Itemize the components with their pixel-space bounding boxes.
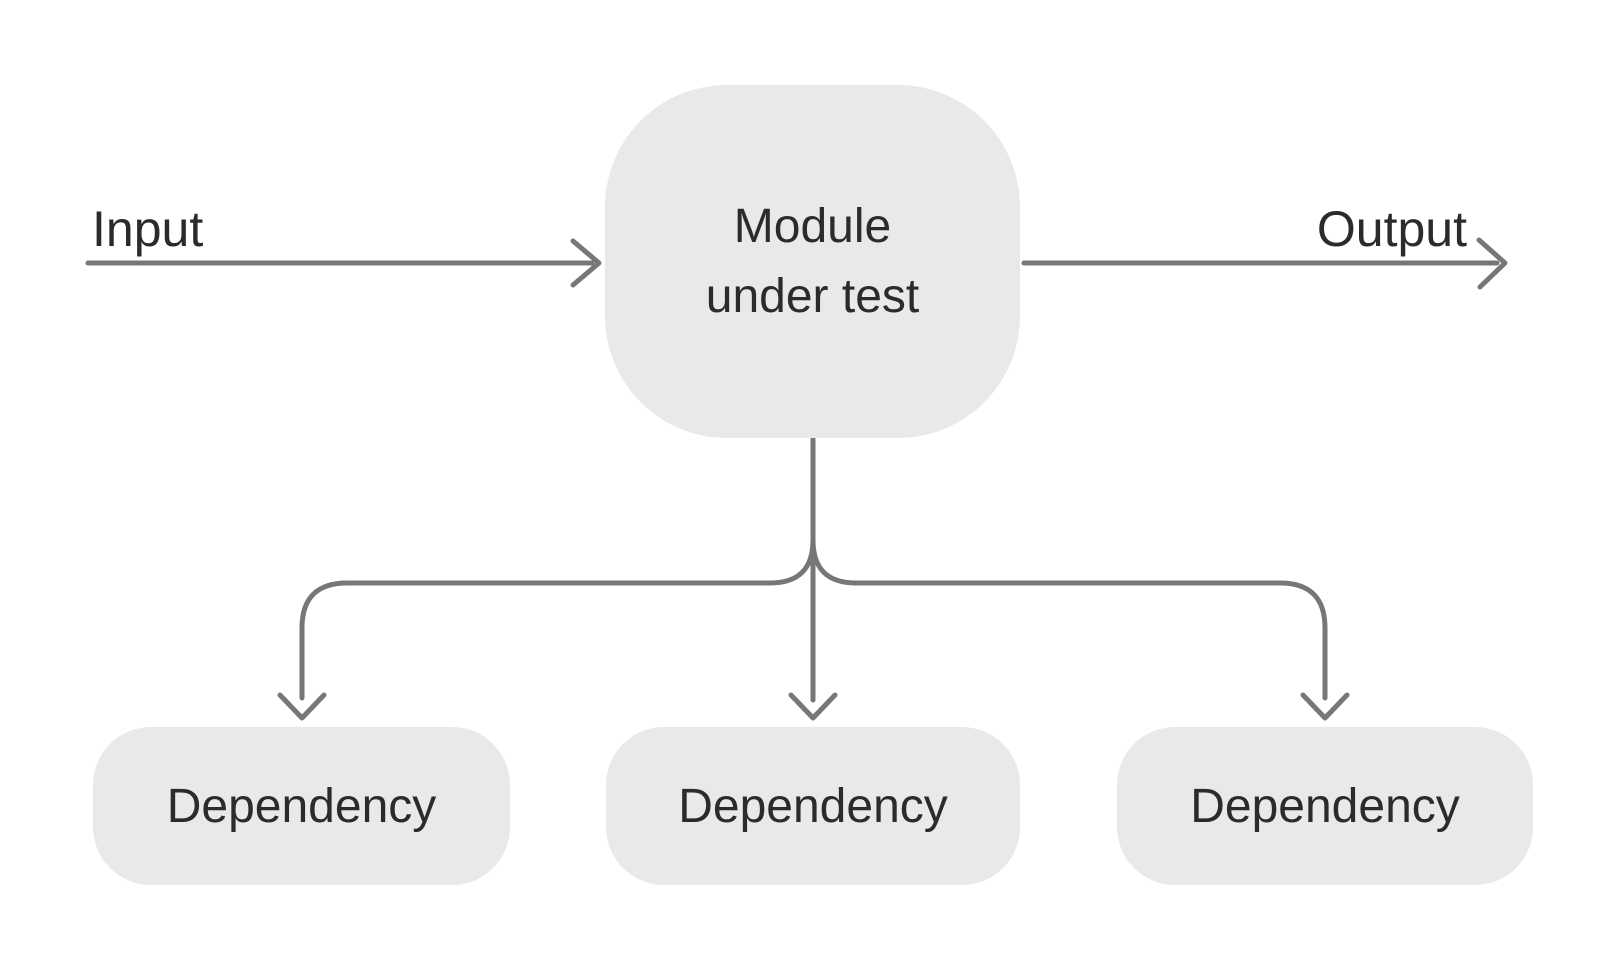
- output-arrow: [1021, 237, 1508, 290]
- module-to-dependency-3-line: [810, 537, 1328, 701]
- down-arrowhead-left-icon: [277, 692, 327, 721]
- output-arrowhead-icon: [1476, 237, 1508, 290]
- dependency-node-2-label: Dependency: [678, 779, 948, 833]
- dependency-node-3: Dependency: [1117, 727, 1533, 885]
- output-label: Output: [1316, 201, 1467, 257]
- dependency-node-1: Dependency: [93, 727, 510, 885]
- module-to-dependency-2-arrow: [788, 429, 838, 721]
- input-label: Input: [92, 201, 204, 257]
- module-under-test-node: Module under test: [605, 85, 1020, 438]
- module-node-label-line1: Module: [733, 199, 892, 253]
- dependency-node-3-label: Dependency: [1190, 779, 1460, 833]
- module-to-dependency-3-arrow: [810, 537, 1350, 721]
- module-to-dependency-1-line: [299, 537, 816, 701]
- module-to-dependency-1-arrow: [277, 537, 816, 721]
- module-node-label-line2: under test: [705, 269, 920, 323]
- down-arrowhead-right-icon: [1300, 692, 1350, 721]
- module-node-label: Module under test: [706, 192, 919, 332]
- down-arrowhead-middle-icon: [788, 692, 838, 721]
- dependency-node-1-label: Dependency: [166, 779, 437, 833]
- input-arrowhead-icon: [570, 238, 602, 288]
- dependency-node-2: Dependency: [606, 727, 1020, 885]
- input-arrow: [85, 238, 602, 288]
